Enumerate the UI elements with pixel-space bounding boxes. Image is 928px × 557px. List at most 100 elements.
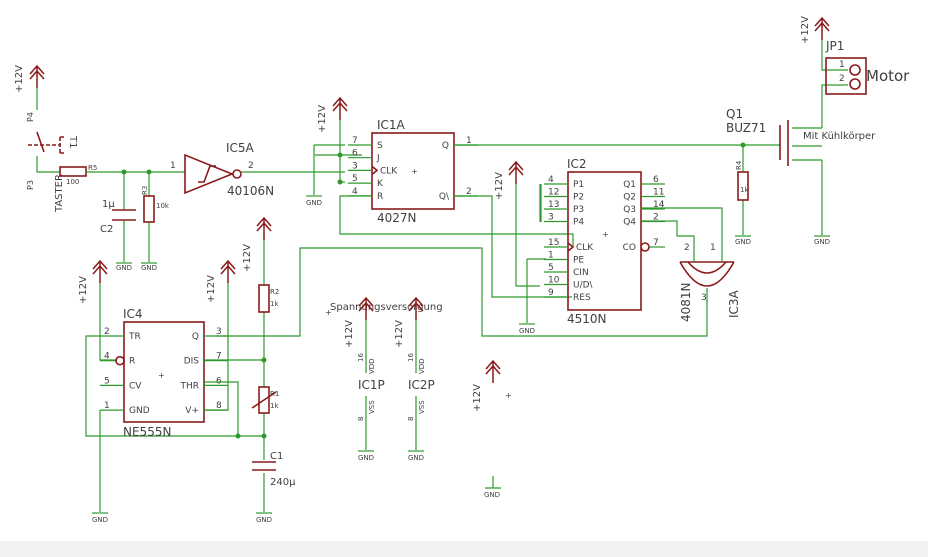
and-gate-ic3a: 2 1 3 4081N IC3A	[679, 243, 741, 322]
pin-label: RES	[573, 293, 591, 303]
resistor-r5: R5 100	[59, 164, 97, 186]
power-title: Spannungsversorgung	[330, 302, 443, 313]
pin-number: 8	[357, 417, 365, 421]
supply-ic4-left: +12V	[78, 260, 108, 304]
pin-number: 3	[701, 293, 707, 303]
svg-text:+: +	[602, 230, 609, 239]
pin-label: U/D\	[573, 281, 594, 291]
ic3a-name: IC3A	[727, 289, 741, 318]
gnd-label: GND	[256, 516, 272, 524]
gnd-label: GND	[408, 454, 424, 462]
pin-number: 3	[352, 161, 358, 171]
resistor-r2: R2 1k	[258, 284, 279, 313]
supply-jp1: +12V	[800, 16, 830, 44]
pin-number: 1	[710, 243, 716, 253]
pin-label: J	[376, 154, 380, 164]
pin-number: 1	[548, 251, 554, 261]
r2-name: R2	[270, 288, 279, 296]
pin-number: 5	[548, 263, 554, 273]
svg-text:+: +	[505, 391, 512, 400]
supply-label: +12V	[472, 384, 483, 412]
switch-p4-label: P4	[26, 112, 35, 122]
svg-text:+: +	[325, 308, 332, 317]
pin-number: 4	[548, 175, 554, 185]
gnd-label: GND	[141, 264, 157, 272]
pin-number: 5	[104, 376, 110, 386]
pin-number: 4	[104, 352, 110, 362]
pin-number: 4	[352, 187, 358, 197]
pin-number: 2	[104, 327, 110, 337]
pin-number: 8	[216, 401, 222, 411]
pin-label: CV	[129, 381, 142, 391]
pin-label: R	[129, 357, 135, 367]
ic1a-part: 4027N	[377, 211, 417, 225]
supply-label: +12V	[78, 276, 89, 304]
pin-label: P3	[573, 205, 584, 215]
pin-number: 2	[653, 213, 659, 223]
pin-label: S	[377, 141, 383, 151]
svg-text:+: +	[158, 371, 165, 380]
pin-number: 16	[357, 353, 365, 362]
pin-number: 11	[653, 188, 664, 198]
pin-label: P1	[573, 180, 584, 190]
supply-label: +12V	[394, 320, 405, 348]
gnd-label: GND	[116, 264, 132, 272]
pushbutton-t1: T1 TASTER	[28, 131, 78, 213]
gnd-label: GND	[814, 238, 830, 246]
gnd-label: GND	[519, 327, 535, 335]
pin-label: Q\	[439, 192, 450, 202]
junction-dot	[337, 179, 343, 185]
supply-label: +12V	[494, 172, 505, 200]
r4-name: R4	[735, 160, 743, 170]
supply-label: +12V	[344, 320, 355, 348]
pin-label: Q1	[623, 180, 636, 190]
ic2-name: IC2	[567, 157, 587, 171]
jp1-name: JP1	[825, 39, 844, 53]
inverter-ic5a: 1 IC5A 40106N 2	[170, 141, 274, 198]
connector-jp1: JP1 1 2 Motor	[825, 39, 910, 95]
supply-label: +12V	[242, 244, 253, 272]
mosfet-q1: Q1 BUZ71 Mit Kühlkörper	[726, 107, 876, 166]
pin-number: 15	[548, 238, 559, 248]
supply-p4: +12V	[14, 65, 45, 93]
supply-ic4-right: +12V	[206, 260, 236, 303]
pin-number: 6	[653, 175, 659, 185]
pin-number: 7	[216, 352, 222, 362]
ic3a-part: 4081N	[679, 282, 693, 322]
supply-r2: +12V	[242, 217, 272, 272]
inversion-bubble	[115, 355, 125, 366]
power-ic2p: +12V 16 VDD IC2P VSS 8 GND	[394, 297, 435, 462]
pin-label: P2	[573, 193, 584, 203]
r3-value: 10k	[156, 202, 170, 210]
capacitor-c1: C1 240µ	[252, 451, 296, 488]
supply-label: +12V	[206, 275, 217, 303]
pin-number: 7	[653, 238, 659, 248]
c1-value: 240µ	[270, 477, 296, 488]
jp1-label: Motor	[866, 67, 910, 85]
gnd-label: GND	[92, 516, 108, 524]
pin-label: Q4	[623, 218, 636, 228]
pin-label: R	[377, 192, 383, 202]
pin-label: CIN	[573, 268, 589, 278]
r1-value: 1k	[270, 402, 279, 410]
resistor-r3: R3 10k GND	[140, 172, 170, 272]
gnd-label: GND	[358, 454, 374, 462]
pin-label: Q	[192, 332, 199, 342]
supply-ic2: +12V	[494, 161, 524, 200]
pin-label: Q	[442, 141, 449, 151]
clock-marker	[371, 165, 379, 176]
vdd-label: VDD	[368, 358, 376, 374]
pin-number: 16	[407, 353, 415, 362]
gnd-label: GND	[484, 491, 500, 499]
resistor-r1: R1 1k	[251, 386, 279, 414]
pin-number: 2	[248, 161, 254, 171]
r1-name: R1	[270, 390, 279, 398]
resistor-r4: R4 1k	[735, 160, 749, 201]
supply-label: +12V	[317, 105, 328, 133]
pin-number: 2	[839, 74, 845, 84]
ic5a-part: 40106N	[227, 184, 274, 198]
pin-label: TR	[128, 332, 141, 342]
